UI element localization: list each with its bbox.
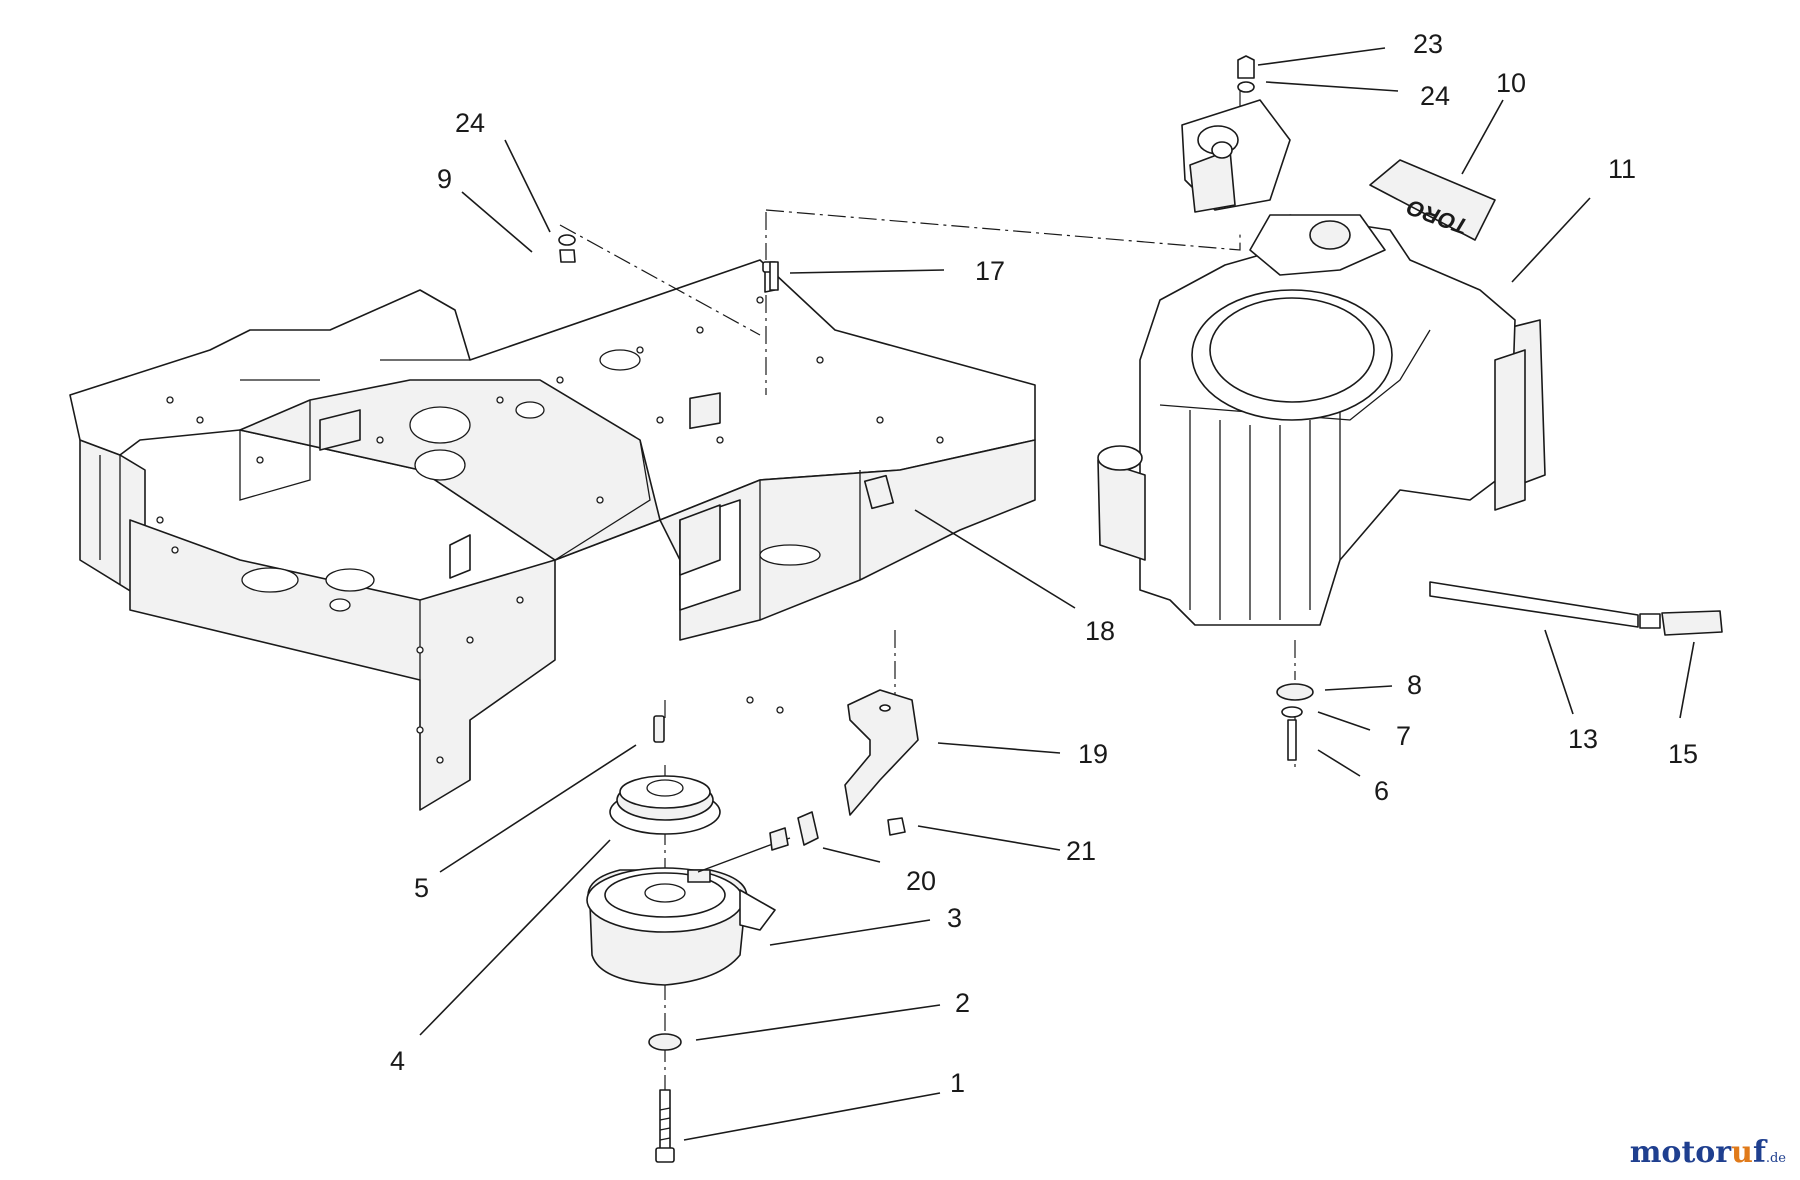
callout-8: 8 xyxy=(1407,670,1422,700)
callout-23: 23 xyxy=(1413,29,1443,59)
callout-7: 7 xyxy=(1396,721,1411,751)
callout-24-left: 24 xyxy=(455,108,485,138)
callout-18: 18 xyxy=(1085,616,1115,646)
callout-4: 4 xyxy=(390,1046,405,1076)
frame-mount-holes xyxy=(156,296,944,764)
callout-24-top: 24 xyxy=(1420,81,1450,111)
callout-10: 10 xyxy=(1496,68,1526,98)
callout-20: 20 xyxy=(906,866,936,896)
watermark-tld: .de xyxy=(1765,1151,1786,1166)
watermark-logo: motoruf.de xyxy=(1630,1135,1786,1170)
callout-9: 9 xyxy=(437,164,452,194)
callout-3: 3 xyxy=(947,903,962,933)
callout-1: 1 xyxy=(950,1068,965,1098)
watermark-main: motor xyxy=(1629,1135,1732,1170)
callout-2: 2 xyxy=(955,988,970,1018)
callout-17: 17 xyxy=(975,256,1005,286)
callout-15: 15 xyxy=(1668,739,1698,769)
watermark-accent: u xyxy=(1731,1135,1753,1170)
fuel-line xyxy=(1429,581,1723,636)
callout-13: 13 xyxy=(1568,724,1598,754)
callout-5: 5 xyxy=(414,873,429,903)
ignition-coil xyxy=(1181,55,1291,213)
callout-19: 19 xyxy=(1078,739,1108,769)
engine-mount-hardware xyxy=(1276,683,1314,761)
leader-lines xyxy=(419,47,1695,1141)
callout-labels: 1 2 3 4 5 6 7 8 9 10 11 13 15 17 18 19 2… xyxy=(390,29,1698,1098)
frame-assembly xyxy=(69,259,1036,811)
clutch-bracket xyxy=(844,689,919,836)
callout-6: 6 xyxy=(1374,776,1389,806)
frame-hardware xyxy=(558,234,779,291)
engine xyxy=(1097,214,1546,626)
callout-21: 21 xyxy=(1066,836,1096,866)
toro-decal: TORO xyxy=(1369,159,1496,241)
clutch-assembly xyxy=(586,715,819,1163)
callout-11: 11 xyxy=(1608,154,1636,184)
watermark-tail: f xyxy=(1752,1135,1766,1170)
